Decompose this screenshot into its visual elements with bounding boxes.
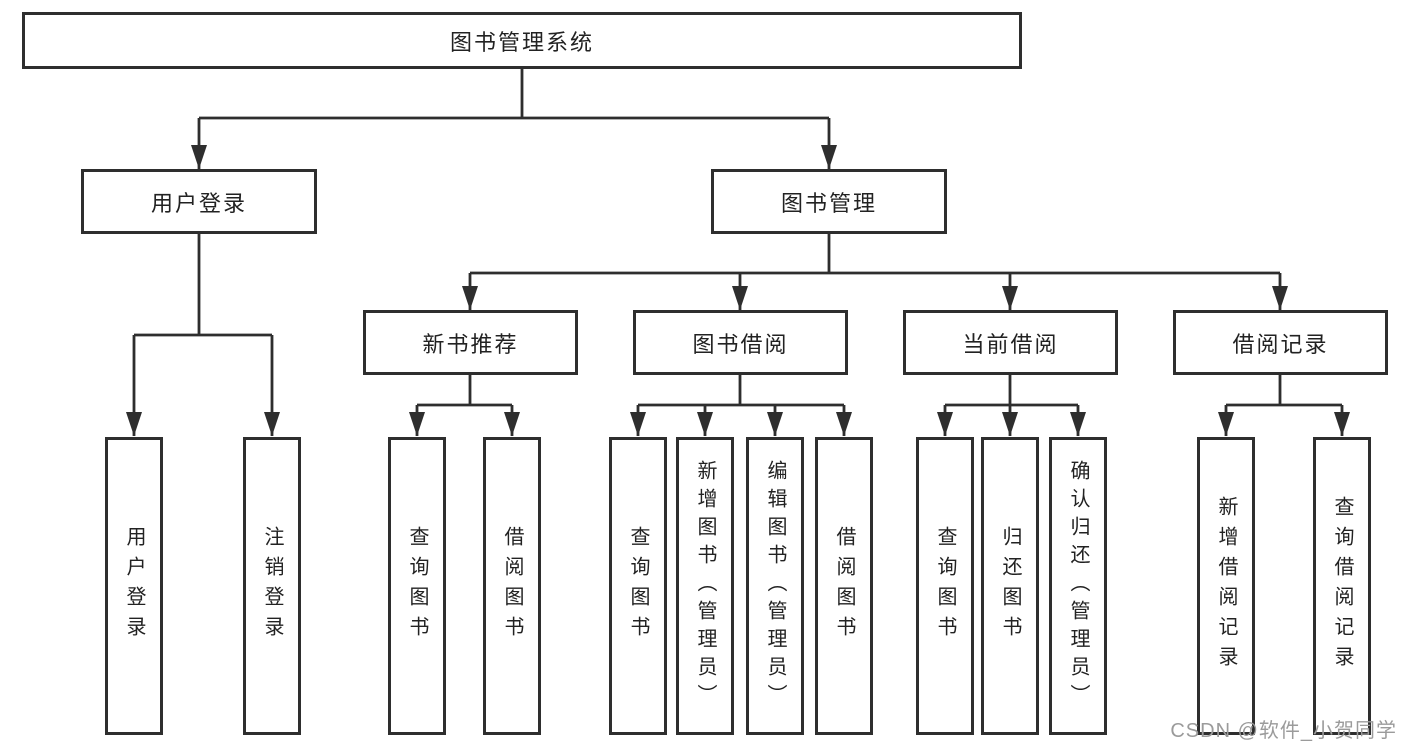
- node-new-book-recommend: 新书推荐: [363, 310, 578, 375]
- node-label: 新增图书（管理员）: [694, 460, 716, 712]
- node-borrow-records: 借阅记录: [1173, 310, 1388, 375]
- node-label: 用户登录: [123, 526, 145, 646]
- node-book-borrow: 图书借阅: [633, 310, 848, 375]
- node-label: 查询图书: [627, 526, 649, 646]
- node-label: 确认归还（管理员）: [1067, 460, 1089, 712]
- node-label: 当前借阅: [962, 331, 1059, 357]
- csdn-watermark: CSDN @软件_小贺同学: [1170, 720, 1397, 742]
- node-library-management-system: 图书管理系统: [22, 12, 1022, 69]
- leaf-query-books-recommend: 查询图书: [388, 437, 446, 735]
- node-label: 图书管理: [780, 190, 877, 216]
- node-label: 查询借阅记录: [1331, 496, 1353, 676]
- node-current-borrow: 当前借阅: [903, 310, 1118, 375]
- leaf-query-borrow-record: 查询借阅记录: [1313, 437, 1371, 735]
- node-label: 借阅图书: [501, 526, 523, 646]
- node-user-login-branch: 用户登录: [81, 169, 317, 234]
- node-label: 用户登录: [150, 190, 247, 216]
- node-label: 借阅图书: [833, 526, 855, 646]
- leaf-borrow-books: 借阅图书: [815, 437, 873, 735]
- leaf-add-borrow-record: 新增借阅记录: [1197, 437, 1255, 735]
- leaf-edit-book-admin: 编辑图书（管理员）: [746, 437, 804, 735]
- leaf-user-login: 用户登录: [105, 437, 163, 735]
- leaf-confirm-return-admin: 确认归还（管理员）: [1049, 437, 1107, 735]
- node-label: 查询图书: [406, 526, 428, 646]
- leaf-query-books-current: 查询图书: [916, 437, 974, 735]
- node-label: 编辑图书（管理员）: [764, 460, 786, 712]
- leaf-borrow-books-recommend: 借阅图书: [483, 437, 541, 735]
- node-label: 归还图书: [999, 526, 1021, 646]
- node-label: 新增借阅记录: [1215, 496, 1237, 676]
- leaf-return-book: 归还图书: [981, 437, 1039, 735]
- node-label: 查询图书: [934, 526, 956, 646]
- node-label: 注销登录: [261, 526, 283, 646]
- leaf-add-book-admin: 新增图书（管理员）: [676, 437, 734, 735]
- node-label: 图书管理系统: [449, 29, 594, 55]
- node-label: 图书借阅: [692, 331, 789, 357]
- leaf-query-books-borrow: 查询图书: [609, 437, 667, 735]
- node-book-management-branch: 图书管理: [711, 169, 947, 234]
- node-label: 借阅记录: [1232, 331, 1329, 357]
- leaf-logout: 注销登录: [243, 437, 301, 735]
- node-label: 新书推荐: [422, 331, 519, 357]
